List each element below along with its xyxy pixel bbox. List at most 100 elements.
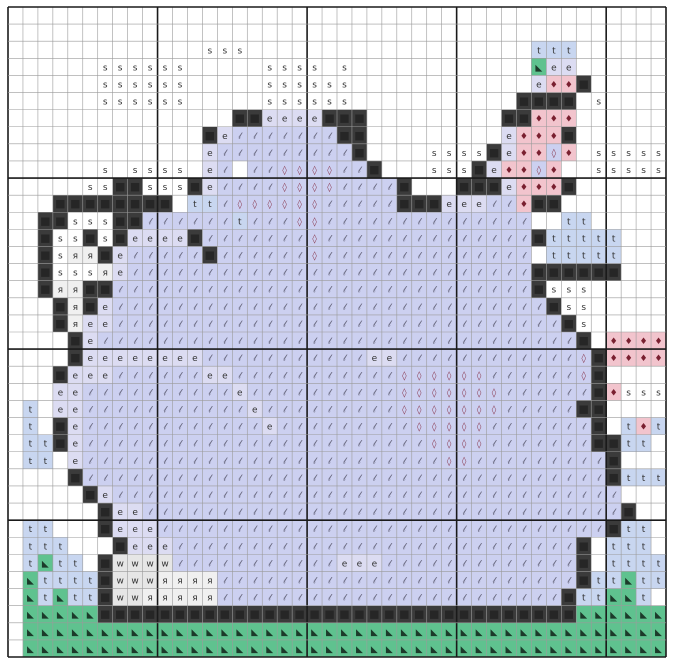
stitch-symbol: ■ [55, 197, 65, 210]
stitch-symbol: t [582, 217, 586, 227]
stitch-symbol: ◣ [326, 645, 333, 655]
stitch-symbol: e [102, 371, 108, 381]
stitch-symbol: t [44, 594, 48, 604]
stitch-symbol: s [208, 46, 213, 56]
stitch-symbol: s [163, 80, 168, 90]
stitch-symbol: ◣ [236, 628, 243, 638]
stitch-symbol: s [148, 63, 153, 73]
stitch-symbol: t [44, 440, 48, 450]
stitch-symbol: ♦ [550, 183, 558, 193]
stitch-symbol: ◣ [401, 645, 408, 655]
stitch-symbol: ◊ [297, 216, 302, 227]
stitch-symbol: s [118, 98, 123, 108]
stitch-symbol: ■ [190, 180, 200, 193]
stitch-symbol: s [626, 388, 631, 398]
stitch-symbol: ■ [100, 505, 110, 518]
stitch-symbol: t [567, 252, 571, 262]
stitch-symbol: ■ [579, 77, 589, 90]
stitch-symbol: ◣ [416, 645, 423, 655]
stitch-symbol: ◣ [102, 645, 109, 655]
stitch-symbol: я [73, 320, 78, 330]
stitch-symbol: s [566, 303, 571, 313]
stitch-symbol: ◣ [206, 628, 213, 638]
stitch-symbol: ■ [608, 266, 618, 279]
stitch-symbol: ◣ [266, 628, 273, 638]
stitch-symbol: ◣ [42, 645, 49, 655]
stitch-symbol: s [88, 217, 93, 227]
stitch-symbol: s [297, 80, 302, 90]
stitch-symbol: e [222, 371, 228, 381]
stitch-symbol: s [462, 149, 467, 159]
stitch-symbol: w [161, 559, 168, 569]
stitch-symbol: ■ [130, 197, 140, 210]
stitch-symbol: ◣ [356, 645, 363, 655]
stitch-symbol: ■ [70, 334, 80, 347]
stitch-symbol: ◣ [655, 628, 662, 638]
stitch-symbol: ◣ [640, 628, 647, 638]
stitch-symbol: e [87, 354, 93, 364]
stitch-symbol: я [177, 594, 182, 604]
stitch-symbol: ◊ [417, 370, 422, 381]
stitch-symbol: s [447, 166, 452, 176]
stitch-symbol: ■ [534, 283, 544, 296]
stitch-symbol: ◣ [132, 645, 139, 655]
stitch-symbol: ■ [309, 608, 319, 621]
stitch-symbol: t [642, 542, 646, 552]
stitch-symbol: t [582, 252, 586, 262]
stitch-symbol: e [162, 354, 168, 364]
stitch-symbol: s [103, 166, 108, 176]
stitch-symbol: ■ [100, 556, 110, 569]
stitch-symbol: ◣ [580, 645, 587, 655]
stitch-symbol: ■ [115, 608, 125, 621]
stitch-symbol: s [133, 166, 138, 176]
stitch-symbol: e [117, 525, 123, 535]
stitch-symbol: ◣ [87, 611, 94, 621]
stitch-symbol: s [282, 80, 287, 90]
stitch-symbol: ◊ [312, 251, 317, 262]
stitch-symbol: t [74, 559, 78, 569]
stitch-symbol: t [657, 474, 661, 484]
stitch-symbol: s [163, 183, 168, 193]
stitch-symbol: ◣ [520, 628, 527, 638]
stitch-symbol: s [342, 63, 347, 73]
stitch-symbol: ♦ [640, 354, 648, 364]
stitch-symbol: ◣ [87, 645, 94, 655]
stitch-symbol: ◣ [580, 611, 587, 621]
stitch-symbol: ◊ [432, 370, 437, 381]
stitch-symbol: ◣ [236, 645, 243, 655]
stitch-symbol: ■ [504, 608, 514, 621]
stitch-symbol: s [178, 166, 183, 176]
stitch-symbol: t [74, 594, 78, 604]
stitch-symbol: w [116, 559, 123, 569]
stitch-symbol: t [627, 474, 631, 484]
stitch-symbol: ◣ [371, 645, 378, 655]
stitch-symbol: ♦ [565, 115, 573, 125]
stitch-symbol: t [29, 405, 33, 415]
stitch-symbol: s [148, 80, 153, 90]
stitch-symbol: s [596, 166, 601, 176]
stitch-symbol: s [148, 183, 153, 193]
stitch-symbol: ■ [85, 300, 95, 313]
stitch-symbol: e [73, 423, 79, 433]
stitch-symbol: ◣ [550, 645, 557, 655]
stitch-symbol: ◣ [655, 645, 662, 655]
stitch-symbol: ■ [40, 214, 50, 227]
stitch-symbol: s [297, 63, 302, 73]
stitch-symbol: ◣ [296, 628, 303, 638]
stitch-symbol: e [222, 132, 228, 142]
stitch-symbol: ■ [85, 283, 95, 296]
stitch-symbol: e [237, 388, 243, 398]
stitch-symbol: ■ [354, 146, 364, 159]
stitch-symbol: ◣ [117, 645, 124, 655]
stitch-symbol: ■ [339, 608, 349, 621]
stitch-symbol: t [59, 559, 63, 569]
stitch-symbol: ◣ [625, 594, 632, 604]
stitch-symbol: ◊ [552, 148, 557, 159]
stitch-symbol: ◣ [416, 628, 423, 638]
stitch-symbol: e [192, 354, 198, 364]
stitch-symbol: ◣ [461, 628, 468, 638]
stitch-symbol: e [491, 166, 497, 176]
stitch-symbol: e [147, 542, 153, 552]
stitch-symbol: ■ [519, 112, 529, 125]
stitch-symbol: ■ [399, 197, 409, 210]
